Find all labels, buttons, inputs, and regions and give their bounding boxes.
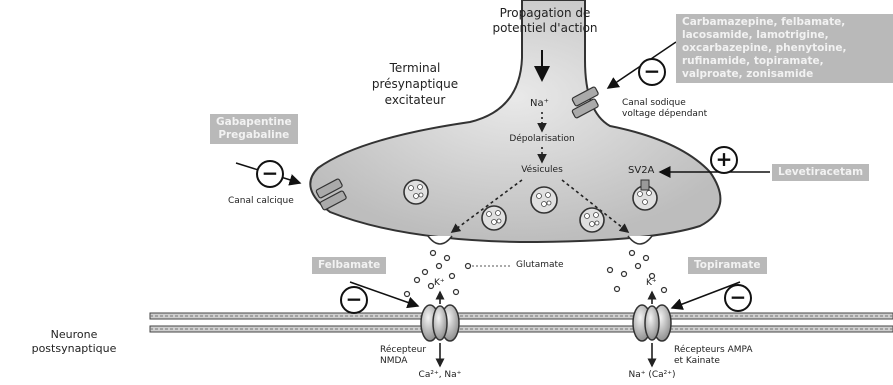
depolarisation-label: Dépolarisation — [492, 134, 592, 145]
topiramate-box: Topiramate — [688, 257, 767, 274]
inhibition-sign-nmda: − — [340, 286, 368, 314]
terminal-line-3: excitateur — [360, 92, 470, 108]
terminal-line-1: Terminal — [360, 60, 470, 76]
nmda-influx-ions: Ca²⁺, Na⁺ — [400, 370, 480, 381]
potassium-ion-label-left: K⁺ — [434, 278, 445, 289]
sodium-channel-blockers-box: Carbamazepine, felbamate, lacosamide, la… — [676, 14, 893, 83]
presynaptic-terminal-label: Terminal présynaptique excitateur — [360, 60, 470, 108]
felbamate-box: Felbamate — [312, 257, 386, 274]
levetiracetam-box: Levetiracetam — [772, 164, 869, 181]
postsynaptic-neuron-label: Neurone postsynaptique — [4, 328, 144, 356]
postsynaptic-line-1: Neurone — [4, 328, 144, 342]
activation-sign-sv2a: + — [710, 146, 738, 174]
sodium-ion-label: Na⁺ — [530, 98, 549, 110]
gabapentinoids-box: Gabapentine Pregabaline — [210, 114, 298, 144]
inhibition-sign-ampa: − — [724, 284, 752, 312]
potassium-ion-label-right: K⁺ — [646, 278, 657, 289]
postsynaptic-line-2: postsynaptique — [4, 342, 144, 356]
ampa-influx-ions: Na⁺ (Ca²⁺) — [612, 370, 692, 381]
nmda-line-1: Récepteur — [380, 345, 426, 356]
title-line-1: Propagation de — [470, 6, 620, 21]
calcium-channel-label: Canal calcique — [228, 196, 294, 207]
pregabalin-label: Pregabaline — [216, 129, 292, 142]
glutamate-molecules — [405, 251, 667, 297]
nmda-receptor — [421, 305, 459, 341]
ampa-receptor — [633, 305, 671, 341]
ampa-line-2: et Kainate — [674, 356, 753, 367]
inhibition-sign-sodium: − — [638, 58, 666, 86]
gabapentin-label: Gabapentine — [216, 116, 292, 129]
action-potential-title: Propagation de potentiel d'action — [470, 6, 620, 36]
title-line-2: potentiel d'action — [470, 21, 620, 36]
nmda-receptor-label: Récepteur NMDA — [380, 345, 426, 367]
sodium-channel-line-2: voltage dépendant — [622, 109, 707, 120]
ampa-line-1: Récepteurs AMPA — [674, 345, 753, 356]
nmda-line-2: NMDA — [380, 356, 426, 367]
sodium-channel-line-1: Canal sodique — [622, 98, 707, 109]
inhibition-sign-calcium: − — [256, 160, 284, 188]
presynaptic-terminal — [310, 0, 720, 242]
sodium-channel-label: Canal sodique voltage dépendant — [622, 98, 707, 120]
glutamate-label: Glutamate — [516, 260, 564, 271]
sv2a-protein — [641, 180, 649, 190]
sv2a-label: SV2A — [628, 165, 654, 177]
ampa-receptor-label: Récepteurs AMPA et Kainate — [674, 345, 753, 367]
postsynaptic-membrane — [150, 313, 893, 332]
terminal-line-2: présynaptique — [360, 76, 470, 92]
vesicles-label: Vésicules — [502, 165, 582, 176]
